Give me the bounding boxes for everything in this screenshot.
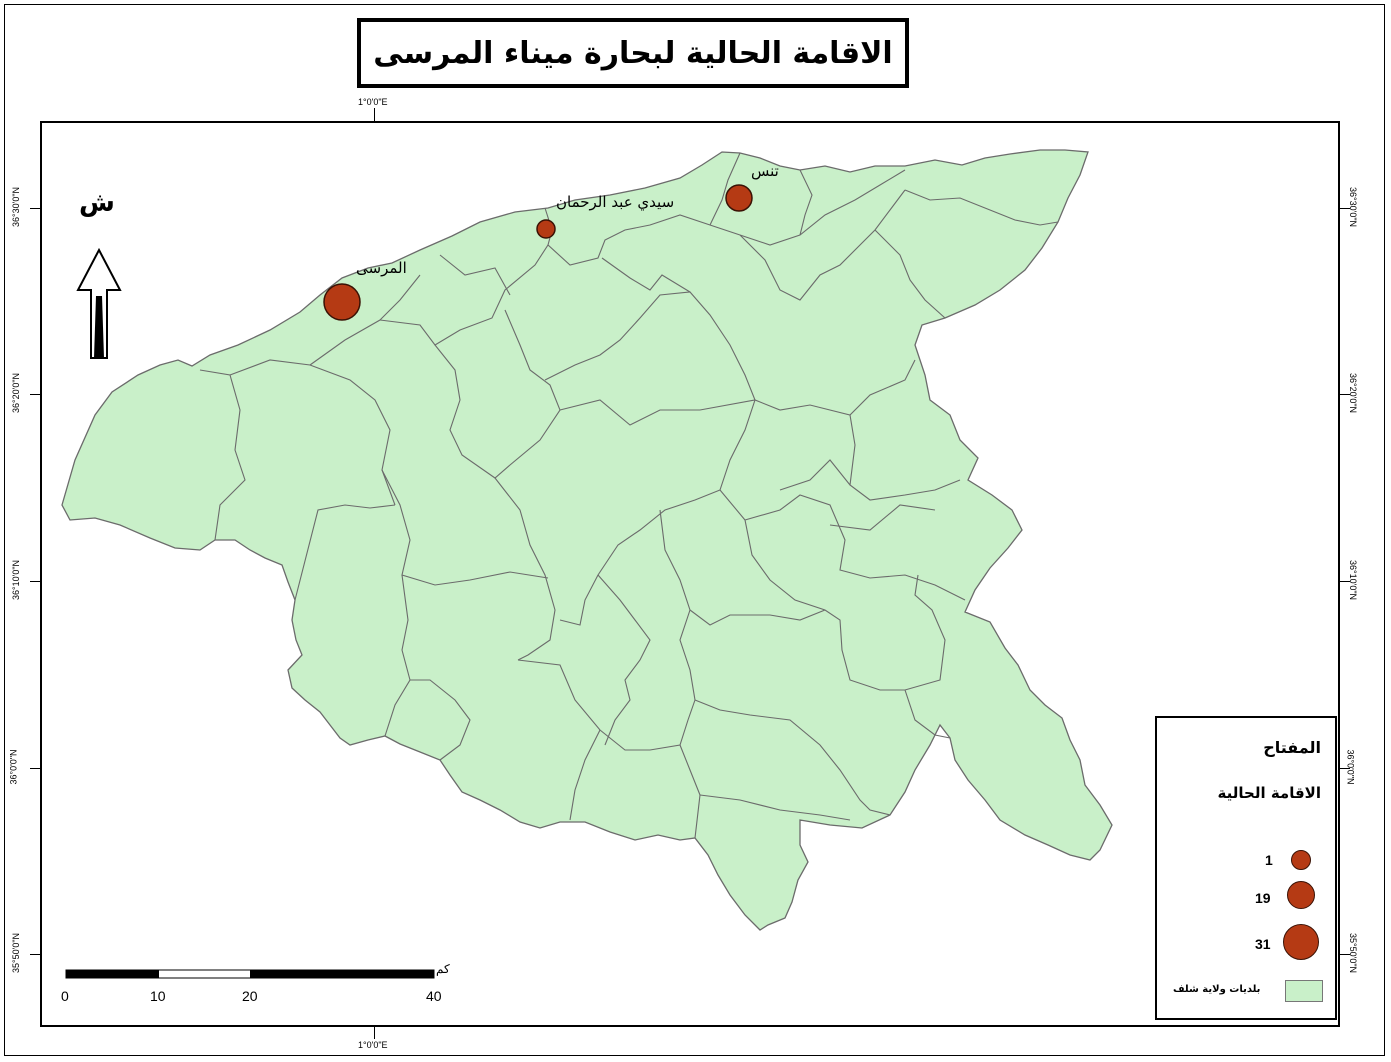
lat-tick — [1340, 768, 1350, 769]
label-sidi-abderrahmane: سيدي عبد الرحمان — [556, 193, 675, 211]
legend-title: المفتاح — [1263, 738, 1321, 757]
symbol-al-marsa — [323, 283, 361, 321]
legend-class-1-symbol — [1291, 850, 1311, 870]
top-longitude-label: 1°0'0"E — [358, 97, 388, 107]
map-title: الاقامة الحالية لبحارة ميناء المرسى — [373, 35, 893, 71]
legend-class-31-label: 31 — [1255, 936, 1271, 952]
lat-tick — [30, 208, 40, 209]
lat-tick — [1340, 394, 1350, 395]
map-title-box: الاقامة الحالية لبحارة ميناء المرسى — [357, 18, 909, 88]
top-longitude-tick — [374, 108, 375, 121]
bottom-longitude-label: 1°0'0"E — [358, 1040, 388, 1050]
north-label: ش — [79, 188, 115, 218]
scale-tick-0: 0 — [61, 988, 69, 1004]
symbol-sidi-abderrahmane — [536, 219, 556, 239]
legend-subtitle: الاقامة الحالية — [1217, 784, 1321, 802]
page-border — [4, 4, 1385, 1056]
scale-bar — [65, 969, 435, 979]
legend-class-1-label: 1 — [1265, 852, 1273, 868]
municipality-boundaries — [199, 152, 1059, 839]
scale-unit: كم — [436, 962, 450, 976]
scale-tick-20: 20 — [242, 988, 258, 1004]
scale-tick-40: 40 — [426, 988, 442, 1004]
legend-class-19-symbol — [1287, 881, 1315, 909]
symbol-tenes — [725, 184, 753, 212]
map-legend: المفتاح الاقامة الحالية 1 19 31 بلديات و… — [1155, 716, 1337, 1020]
map-frame — [40, 121, 1340, 1027]
label-al-marsa: المرسى — [356, 259, 407, 277]
legend-area-swatch — [1285, 980, 1323, 1002]
legend-area-label: بلديات ولاية شلف — [1173, 984, 1261, 995]
legend-class-19-label: 19 — [1255, 890, 1271, 906]
lat-tick — [30, 768, 40, 769]
lat-tick — [1340, 954, 1350, 955]
scale-tick-10: 10 — [150, 988, 166, 1004]
lat-tick — [1340, 208, 1350, 209]
north-arrow-icon — [76, 247, 122, 359]
label-tenes: تنس — [751, 162, 779, 180]
lat-tick — [30, 954, 40, 955]
lat-tick — [1340, 581, 1350, 582]
lat-tick — [30, 394, 40, 395]
legend-class-31-symbol — [1283, 924, 1319, 960]
province-outline — [61, 149, 1113, 931]
lat-tick — [30, 581, 40, 582]
bottom-longitude-tick — [374, 1027, 375, 1039]
